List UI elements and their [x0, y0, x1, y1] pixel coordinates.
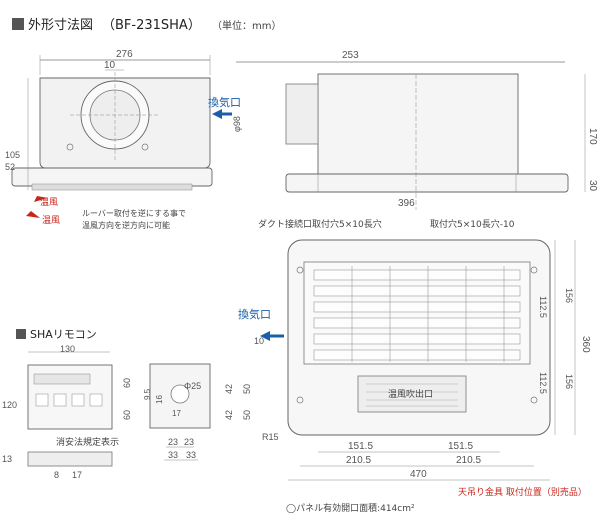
- remote-depth-inner: 8: [54, 470, 59, 480]
- dim-170: 170: [587, 128, 598, 145]
- box-60-top: 60: [122, 378, 132, 388]
- dim-112-5-bottom: 112.5: [538, 372, 548, 394]
- mount-hole-label: 取付穴5×10長穴-10: [430, 218, 515, 230]
- box-16: 16: [155, 395, 164, 404]
- box-60-bottom: 60: [122, 410, 132, 420]
- front-view: 276 10 温風 温風 ルーバー取付を逆にする事で 温風方向を逆方向に可能 1…: [5, 49, 213, 230]
- box-phi25: Φ25: [184, 381, 201, 391]
- box-50-top: 50: [242, 384, 252, 394]
- exhaust-arrow-icon: [212, 109, 222, 119]
- bottom-exhaust-label: 換気口: [238, 307, 271, 321]
- airflow-label-1: 温風: [40, 197, 58, 208]
- front-louver: [31, 183, 193, 191]
- dim-156-top: 156: [564, 288, 574, 303]
- remote-title-square-icon: [16, 329, 26, 339]
- airflow-arrow-1-icon: [34, 196, 48, 202]
- airflow-label-2: 温風: [42, 215, 60, 226]
- remote-height: 120: [2, 400, 17, 410]
- box-42-top: 42: [224, 384, 234, 394]
- page-title: 外形寸法図: [28, 18, 93, 33]
- unit-label: （単位：mm）: [212, 19, 281, 32]
- dim-360: 360: [580, 336, 591, 353]
- dim-52: 52: [5, 162, 15, 172]
- box-33-right: 33: [186, 450, 196, 460]
- outlet-label: 温風吹出口: [388, 388, 433, 400]
- side-diameter: φ98: [232, 116, 242, 132]
- remote-title: SHAリモコン: [30, 328, 97, 341]
- panel-area-label: ◯パネル有効開口面積:414cm²: [286, 502, 415, 514]
- dim-151-5-left: 151.5: [348, 441, 373, 452]
- dim-112-5-top: 112.5: [538, 296, 548, 318]
- hanger-label: 天吊り金具 取付位置（別売品）: [458, 486, 587, 498]
- remote-side: [27, 451, 113, 467]
- box-17: 17: [172, 409, 181, 418]
- bottom-exhaust-arrow-icon: [260, 331, 270, 341]
- side-body: [317, 73, 519, 175]
- dim-105: 105: [5, 150, 20, 160]
- side-duct: [285, 83, 319, 145]
- box-23-left: 23: [168, 437, 178, 447]
- remote-view: SHAリモコン 130 120 消安法規定表示 13 8 17 Φ25 60 6…: [2, 328, 252, 480]
- dim-210-5-left: 210.5: [346, 455, 371, 466]
- airflow-arrow-2-icon: [26, 211, 40, 218]
- dim-156-bottom: 156: [564, 374, 574, 389]
- side-view: 253 換気口 φ98 170 30 396: [208, 50, 598, 210]
- dim-151-5-right: 151.5: [448, 441, 473, 452]
- louver-note-line1: ルーバー取付を逆にする事で: [82, 208, 186, 218]
- radius-label: R15: [262, 432, 279, 442]
- remote-width: 130: [60, 344, 75, 354]
- model-label: （BF-231SHA）: [102, 18, 201, 33]
- dim-30: 30: [587, 180, 598, 192]
- louver-note-line2: 温風方向を逆方向に可能: [82, 220, 170, 230]
- dim-470: 470: [410, 469, 427, 480]
- box-23-right: 23: [184, 437, 194, 447]
- dim-276: 276: [116, 49, 133, 60]
- wall-box-hole: [170, 384, 190, 404]
- side-exhaust-label: 換気口: [208, 95, 241, 109]
- box-42-bottom: 42: [224, 410, 234, 420]
- outlet-slats: [366, 383, 458, 407]
- dim-396: 396: [398, 198, 415, 209]
- side-panel: [285, 173, 569, 193]
- bottom-view: ダクト接続口取付穴5×10長穴 取付穴5×10長穴-10 温風吹出口 換気口: [238, 218, 591, 514]
- box-50-bottom: 50: [242, 410, 252, 420]
- front-panel: [11, 167, 213, 187]
- title-square-icon: [12, 18, 24, 30]
- grille-slats: [313, 266, 521, 362]
- dim-10: 10: [104, 60, 116, 71]
- box-9-5: 9.5: [143, 388, 152, 400]
- box-33-left: 33: [168, 450, 178, 460]
- dim-253: 253: [342, 50, 359, 61]
- duct-hole-label: ダクト接続口取付穴5×10長穴: [258, 218, 382, 230]
- exhaust-offset: 10: [254, 336, 264, 346]
- remote-depth: 13: [2, 454, 12, 464]
- remote-depth-right: 17: [72, 470, 82, 480]
- remote-standard-label: 消安法規定表示: [56, 436, 119, 448]
- dim-210-5-right: 210.5: [456, 455, 481, 466]
